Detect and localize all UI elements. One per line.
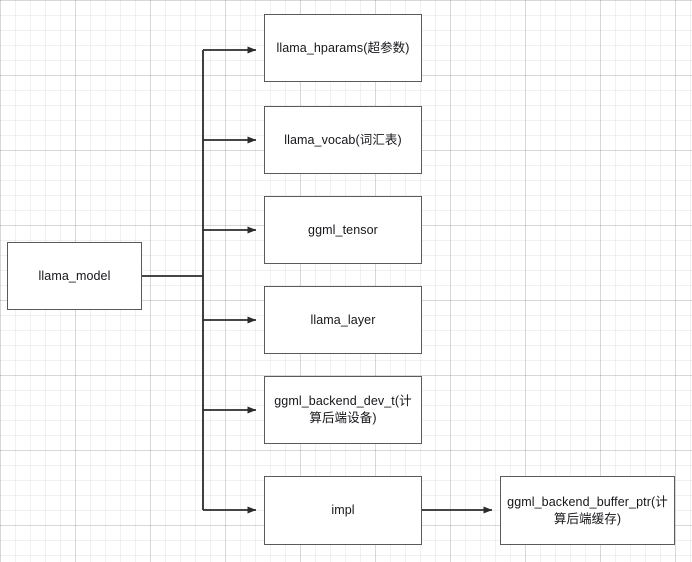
node-ggml-tensor[interactable]: ggml_tensor	[264, 196, 422, 264]
node-label: llama_hparams(超参数)	[276, 40, 410, 55]
node-llama-hparams[interactable]: llama_hparams(超参数)	[264, 14, 422, 82]
node-llama-layer[interactable]: llama_layer	[264, 286, 422, 354]
node-label: ggml_backend_buffer_ptr(计算后端缓存)	[507, 494, 668, 526]
node-label: llama_vocab(词汇表)	[284, 132, 402, 147]
node-label: ggml_tensor	[308, 222, 378, 237]
node-ggml-backend-dev-t[interactable]: ggml_backend_dev_t(计算后端设备)	[264, 376, 422, 444]
node-ggml-backend-buffer-ptr[interactable]: ggml_backend_buffer_ptr(计算后端缓存)	[500, 476, 675, 545]
node-label: impl	[331, 503, 355, 517]
node-impl[interactable]: impl	[264, 476, 422, 545]
node-label: ggml_backend_dev_t(计算后端设备)	[274, 394, 412, 425]
node-label: llama_layer	[310, 312, 376, 327]
node-llama-vocab[interactable]: llama_vocab(词汇表)	[264, 106, 422, 174]
node-label: llama_model	[38, 268, 111, 283]
node-llama-model[interactable]: llama_model	[7, 242, 142, 310]
